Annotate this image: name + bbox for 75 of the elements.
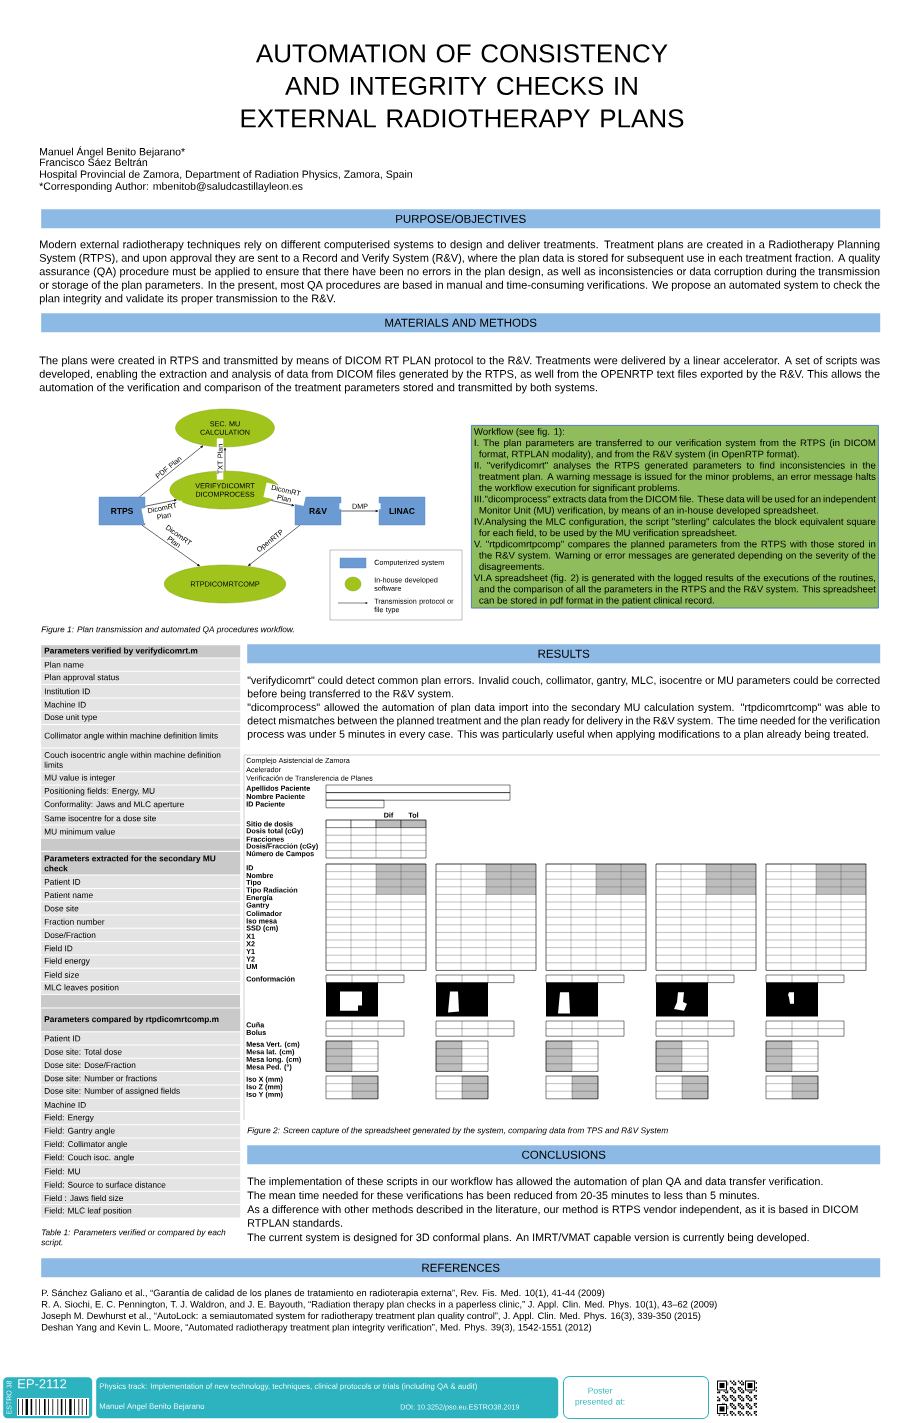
table-cell: Field size: [41, 968, 241, 981]
table-cell: Field : Jaws field size: [41, 1191, 241, 1205]
arrow: [141, 524, 200, 567]
table-caption: Table 1: Parameters verified or compared by each script.: [41, 1229, 226, 1247]
table-cell: Field: Couch isoc. angle: [41, 1151, 241, 1165]
table-cell: Field: Source to surface distance: [41, 1178, 241, 1191]
table-cell: Field: MLC leaf position: [41, 1205, 241, 1218]
presented-at-box: Poster presented at:: [563, 1376, 709, 1419]
table-cell: Parameters compared by rtpdicomrtcomp.m: [41, 1008, 241, 1032]
table-cell: Field energy: [41, 955, 241, 968]
figure-caption: Figure 2: Screen capture of the spreadsheet generated by the system, comparing data from TPS and R&V System: [247, 1127, 668, 1135]
table-cell: Field: Gantry angle: [41, 1125, 241, 1138]
table-cell: Dose/Fraction: [41, 928, 241, 942]
figure-caption: Figure 1: Plan transmission and automated QA procedures workflow.: [41, 626, 294, 634]
table-cell: Same isocentre for a dose site: [41, 812, 241, 825]
author-text: Hospital Provincial de Zamora, Department of Radiation Physics, Zamora, Spain: [40, 170, 412, 180]
paragraph: The current system is designed for 3D conformal plans. An IMRT/VMAT capable version is currently being developed.: [247, 1233, 809, 1244]
reference-text: Joseph M. Dewhurst et al., “AutoLock: a semiautomated system for radiotherapy treatment plan quality control”, J. Appl. Clin. Med. Phys. 16(3), 339-350 (2015): [41, 1312, 701, 1321]
table-cell: Machine ID: [41, 1098, 241, 1111]
paragraph: "verifydicomrt" could detect common plan errors. Invalid couch, collimator, gantry, MLC, isocentre or MU parameters could be corrected before being transferred to the R&V system.: [247, 676, 880, 700]
table-cell: Patient ID: [41, 1032, 241, 1045]
table-cell: Parameters verified by verifydicomrt.m: [41, 645, 241, 658]
reference-text: R. A. Siochi, E. C. Pennington, T. J. Waldron, and J. E. Bayouth, “Radiation therapy plan checks in a paperless clinic,” J. Appl. Clin. Med. Phys. 10(1), 43–62 (2009): [41, 1300, 717, 1310]
arrow: [271, 500, 295, 507]
table-cell: Patient ID: [41, 875, 241, 888]
table-cell: Dose site: Number or fractions: [41, 1072, 241, 1085]
section-band: MATERIALS AND METHODS: [41, 313, 881, 333]
arrow: [340, 509, 379, 513]
table-cell: Conformality: Jaws and MLC aperture: [41, 798, 241, 812]
table-cell: Field: MU: [41, 1165, 241, 1178]
table-cell: Couch isocentric angle within machine definition limits: [41, 748, 241, 772]
author-text: Francisco Sáez Beltrán: [40, 158, 148, 167]
system-box: R&V: [294, 496, 342, 526]
table-cell: MLC leaves position: [41, 982, 241, 995]
section-band: RESULTS: [247, 644, 881, 664]
table-cell: Field: Collimator angle: [41, 1138, 241, 1151]
reference-text: Deshan Yang and Kevin L. Moore, “Automated radiotherapy treatment plan integrity verification”, Med. Phys. 39(3), 1542-1551 (2012): [41, 1323, 592, 1333]
paragraph: The mean time needed for these verifications has been reduced from 20-35 minutes to less than 5 minutes.: [247, 1191, 759, 1200]
arrow: [223, 447, 227, 472]
author-text: *Corresponding Author: mbenitob@saludcastillayleon.es: [39, 182, 303, 192]
table-cell: Dose site: [41, 902, 241, 915]
arrow: [248, 524, 301, 566]
table-cell: Collimator angle within machine definition limits: [41, 725, 241, 748]
table-cell: Dose site: Total dose: [41, 1045, 241, 1058]
table-cell: Fraction number: [41, 915, 241, 928]
arrow: [144, 499, 177, 507]
table-cell: Patient name: [41, 888, 241, 902]
reference-text: P. Sánchez Galiano et al., “Garantía de calidad de los planes de tratamiento en radioterapia externa”, Rev. Fis. Med. 10(1), 41-44 (2009): [41, 1289, 605, 1298]
section-band: PURPOSE/OBJECTIVES: [41, 209, 881, 229]
table-cell: Plan approval status: [41, 671, 241, 685]
table-cell: Dose site: Dose/Fraction: [41, 1058, 241, 1072]
paragraph: As a difference with other methods described in the literature, our method is RTPS vendor independent, as it is based in DICOM RTPLAN standards.: [247, 1205, 858, 1227]
paragraph: "dicomprocess" allowed the automation of plan data import into the secondary MU calculation system. "rtpdicomrtcomp" was able to detect mismatches between the planned treatment and the plan ready for delivery in the R&V system. The time needed for the verification process was under 5 minutes in every case. This was particularly useful when applying modifications to a plan already being treated.: [247, 703, 880, 740]
table-cell: MU value is integer: [41, 772, 241, 785]
table-cell: Plan name: [41, 658, 241, 671]
section-band: REFERENCES: [41, 1258, 881, 1278]
table-cell: Field: Energy: [41, 1112, 241, 1125]
table-cell: Parameters extracted for the secondary MU check: [41, 852, 241, 875]
paragraph: Modern external radiotherapy techniques rely on different computerised systems to design and deliver treatments. Treatment plans are created in a Radiotherapy Planning System (RTPS), and upon approval they are sent to a Record and Verify System (R&V), where the plan data is stored for subsequent use in each treatment fraction. A quality assurance (QA) procedure must be applied to ensure that there have been no errors in the plan design, as well as inconsistencies or data corruption during the transmission or storage of the plan parameters. In the present, most QA procedures are based in manual and time-consuming verifications. We propose an automated system to check the plan integrity and validate its proper transmission to the R&V.: [39, 240, 881, 305]
title: AUTOMATION OF CONSISTENCY AND INTEGRITY CHECKS IN EXTERNAL RADIOTHERAPY PLANS: [241, 44, 684, 128]
section-band: CONCLUSIONS: [247, 1145, 881, 1165]
paragraph: The plans were created in RTPS and transmitted by means of DICOM RT PLAN protocol to the R&V. Treatments were delivered by a linear accelerator. A set of scripts was developed, enabling the extraction and analysis of data from DICOM files generated by the RTPS, as well from the OPENRTP text files exported by the R&V. This allows the automation of the verification and comparison of the treatment parameters stored and transmitted by both systems.: [39, 356, 880, 394]
paragraph: The implementation of these scripts in our workflow has allowed the automation of plan QA and data transfer verification.: [247, 1177, 823, 1188]
table-cell: Institution ID: [41, 685, 241, 698]
workflow-box: Workflow (see fig. 1): I. The plan parameters are transferred to our verification system from the RTPS (in DICOM format, RTPLAN modality), and from the R&V system (in OpenRTP format). II. "verifydicomrt" analyses the RTPS generated parameters to find inconsistencies in the treatment plan. A warning message is issued for the minor problems, an error message halts the workflow execution for significant problems. III."dicomprocess" extracts data from the DICOM file. These data will be used for an independent Monitor Unit (MU) verification, by means of an in-house developed spreadsheet. IV.Analysing the MLC configuration, the script "sterling" calculates the block equivalent square for each field, to be used by the MU verification spreadsheet. V. "rtpdicomrtpcomp" compares the planned parameters from the RTPS with those stored in the R&V system. Warning or error messages are generated depending on the severity of the disagreements. VI.A spreadsheet (fig. 2) is generated with the logged results of the executions of the routines, and the comparison of all the parameters in the RTPS and the R&V system. This spreadsheet can be stored in pdf format in the patient clinical record.: [471, 425, 879, 609]
table-cell: Field ID: [41, 942, 241, 955]
system-box: LINAC: [378, 496, 426, 526]
table-cell: MU minimum value: [41, 825, 241, 838]
author-text: Manuel Ángel Benito Bejarano*: [40, 146, 185, 158]
table-cell: Dose site: Number of assigned fields: [41, 1085, 241, 1098]
table-cell: Machine ID: [41, 698, 241, 711]
table-cell: Dose unit type: [41, 711, 241, 724]
arrow: [139, 445, 204, 498]
system-box: RTPS: [98, 496, 146, 526]
table-cell: Positioning fields: Energy, MU: [41, 785, 241, 798]
